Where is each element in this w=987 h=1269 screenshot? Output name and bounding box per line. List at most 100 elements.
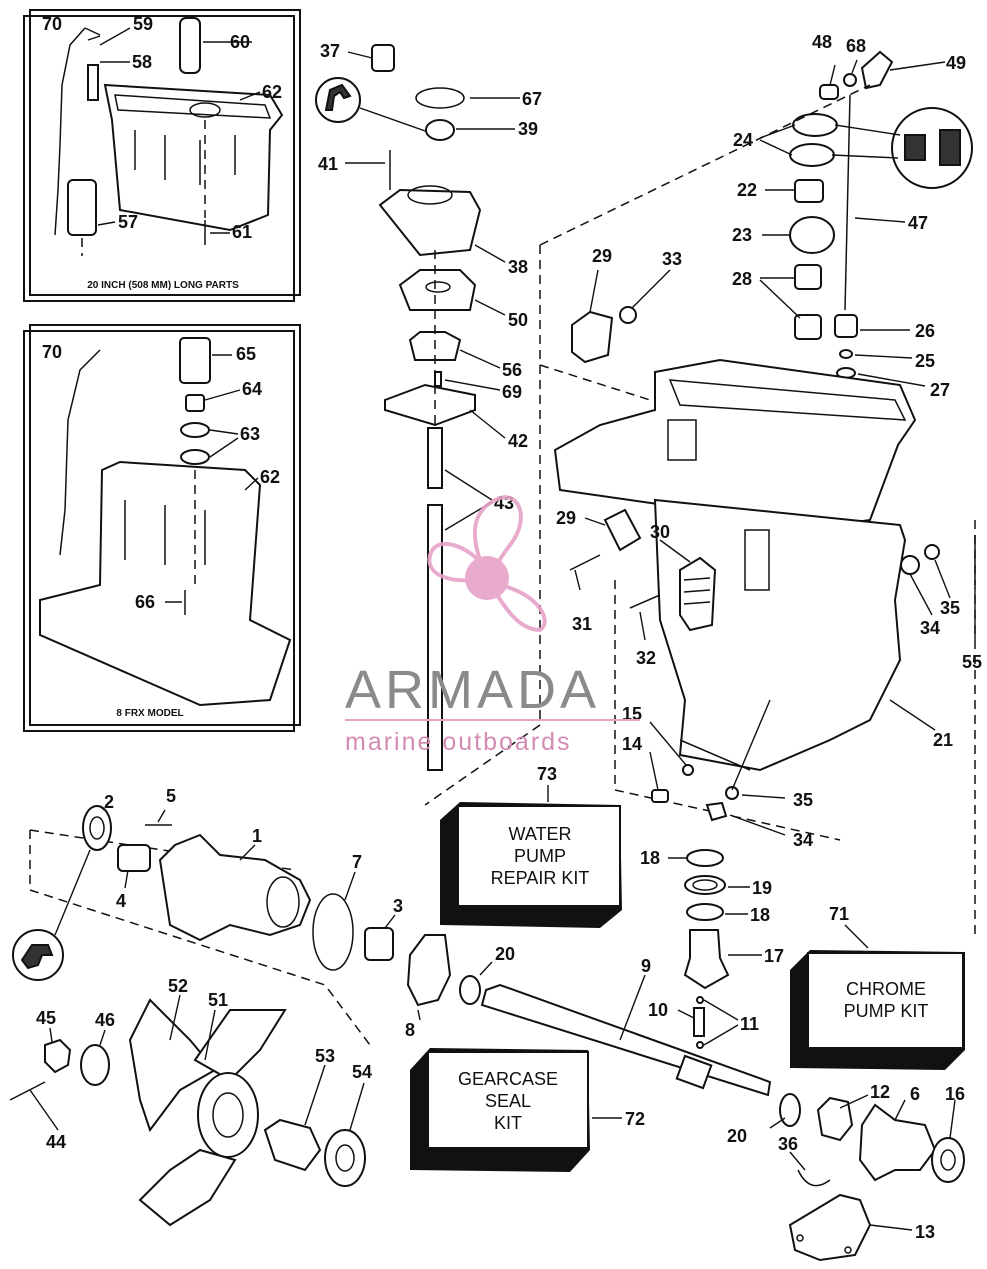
callout-29: 29 <box>592 246 612 266</box>
callout-12: 12 <box>870 1082 890 1102</box>
callout-62: 62 <box>262 82 282 102</box>
callout-33: 33 <box>662 249 682 269</box>
callout-22: 22 <box>737 180 757 200</box>
callout-31: 31 <box>572 614 592 634</box>
callout-17: 17 <box>764 946 784 966</box>
propshaft-group <box>480 849 965 1262</box>
callout-56: 56 <box>502 360 522 380</box>
callout-70: 70 <box>42 14 62 34</box>
chrome-pump-kit-box: CHROME PUMP KIT <box>790 950 965 1070</box>
callout-7: 7 <box>352 852 362 872</box>
callout-20: 20 <box>495 944 515 964</box>
inset-long-parts: 20 INCH (508 MM) LONG PARTS <box>23 9 301 302</box>
callout-69: 69 <box>502 382 522 402</box>
callout-19: 19 <box>752 878 772 898</box>
callout-26: 26 <box>915 321 935 341</box>
leader-lines <box>29 27 976 1231</box>
callout-5: 5 <box>166 786 176 806</box>
water-pump-kit-line3: REPAIR KIT <box>491 868 590 888</box>
gearcase-seal-kit-line3: KIT <box>494 1113 522 1133</box>
bearing-housing-group <box>12 805 481 1007</box>
callout-28: 28 <box>732 269 752 289</box>
callout-20: 20 <box>727 1126 747 1146</box>
callout-46: 46 <box>95 1010 115 1030</box>
callout-18: 18 <box>750 905 770 925</box>
callout-numbers: 70 59 60 58 62 57 61 70 65 64 63 62 66 3… <box>36 14 982 1242</box>
callout-60: 60 <box>230 32 250 52</box>
callout-72: 72 <box>625 1109 645 1129</box>
callout-54: 54 <box>352 1062 372 1082</box>
chrome-pump-kit-line2: PUMP KIT <box>844 1001 929 1021</box>
callout-23: 23 <box>732 225 752 245</box>
callout-14: 14 <box>622 734 642 754</box>
water-pump-kit-line1: WATER <box>509 824 572 844</box>
gearcase-group <box>29 84 976 1046</box>
watermark-brand: ARMADA <box>345 660 600 720</box>
inset-frx-model: 8 FRX MODEL <box>23 324 301 732</box>
callout-32: 32 <box>636 648 656 668</box>
callout-53: 53 <box>315 1046 335 1066</box>
callout-65: 65 <box>236 344 256 364</box>
callout-39: 39 <box>518 119 538 139</box>
callout-57: 57 <box>118 212 138 232</box>
callout-24: 24 <box>733 130 753 150</box>
gearcase-seal-kit-line1: GEARCASE <box>458 1069 558 1089</box>
callout-61: 61 <box>232 222 252 242</box>
callout-66: 66 <box>135 592 155 612</box>
callout-47: 47 <box>908 213 928 233</box>
water-pump-group <box>315 44 482 771</box>
frx-caption: 8 FRX MODEL <box>116 708 183 719</box>
callout-30: 30 <box>650 522 670 542</box>
callout-44: 44 <box>46 1132 66 1152</box>
callout-9: 9 <box>641 956 651 976</box>
callout-59: 59 <box>133 14 153 34</box>
callout-36: 36 <box>778 1134 798 1154</box>
callout-27: 27 <box>930 380 950 400</box>
callout-1: 1 <box>252 826 262 846</box>
callout-2: 2 <box>104 792 114 812</box>
callout-6: 6 <box>910 1084 920 1104</box>
callout-16: 16 <box>945 1084 965 1104</box>
callout-63: 63 <box>240 424 260 444</box>
callout-18: 18 <box>640 848 660 868</box>
callout-45: 45 <box>36 1008 56 1028</box>
callout-34: 34 <box>920 618 940 638</box>
callout-35: 35 <box>793 790 813 810</box>
callout-68: 68 <box>846 36 866 56</box>
callout-73: 73 <box>537 764 557 784</box>
water-pump-kit-line2: PUMP <box>514 846 566 866</box>
propeller-group <box>9 998 366 1227</box>
callout-25: 25 <box>915 351 935 371</box>
callout-37: 37 <box>320 41 340 61</box>
callout-11: 11 <box>740 1014 759 1034</box>
callout-67: 67 <box>522 89 542 109</box>
callout-62: 62 <box>260 467 280 487</box>
propeller-logo-icon <box>427 495 547 633</box>
callout-29: 29 <box>556 508 576 528</box>
gearcase-seal-kit-line2: SEAL <box>485 1091 531 1111</box>
long-parts-caption: 20 INCH (508 MM) LONG PARTS <box>87 280 239 291</box>
callout-64: 64 <box>242 379 262 399</box>
callout-55: 55 <box>962 652 982 672</box>
watermark-tagline: marine outboards <box>345 728 572 756</box>
callout-51: 51 <box>208 990 228 1010</box>
callout-3: 3 <box>393 896 403 916</box>
callout-42: 42 <box>508 431 528 451</box>
callout-41: 41 <box>318 154 338 174</box>
callout-8: 8 <box>405 1020 415 1040</box>
callout-48: 48 <box>812 32 832 52</box>
callout-21: 21 <box>933 730 953 750</box>
armada-watermark: ARMADA marine outboards <box>345 495 640 756</box>
callout-38: 38 <box>508 257 528 277</box>
callout-50: 50 <box>508 310 528 330</box>
callout-71: 71 <box>829 904 849 924</box>
callout-35: 35 <box>940 598 960 618</box>
shift-rod-group <box>789 50 973 379</box>
callout-10: 10 <box>648 1000 668 1020</box>
callout-34: 34 <box>793 830 813 850</box>
callout-52: 52 <box>168 976 188 996</box>
callout-70: 70 <box>42 342 62 362</box>
gearcase-seal-kit-box: GEARCASE SEAL KIT <box>410 1048 590 1172</box>
callout-49: 49 <box>946 53 966 73</box>
